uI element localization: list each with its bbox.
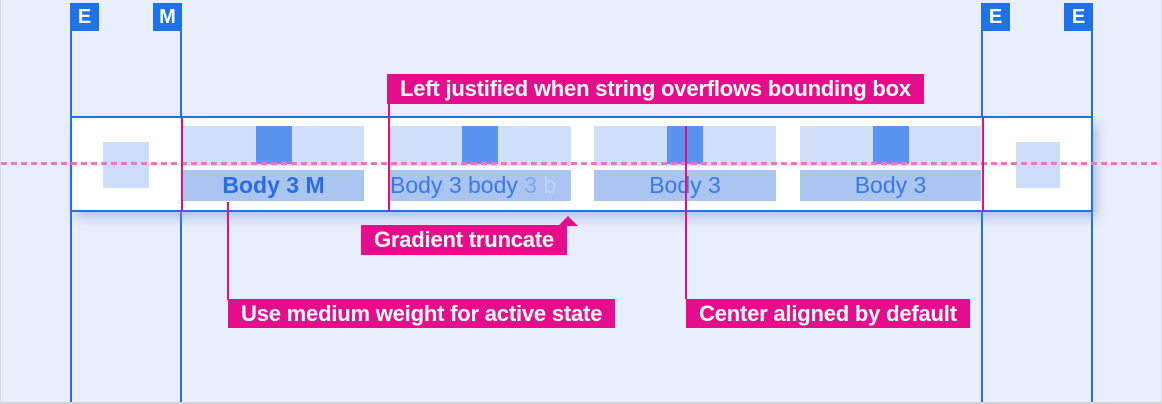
- tab-default[interactable]: Body 3: [800, 126, 981, 201]
- tab-label-segment-faded: 3: [524, 172, 538, 198]
- spacing-marker-e-right-inner: E: [981, 3, 1010, 31]
- note-gradient-truncate: Gradient truncate: [361, 225, 567, 255]
- tab-icon-placeholder: [461, 126, 498, 164]
- tab-label-segment: Body 3 body: [390, 172, 525, 198]
- tab-icon-placeholder: [872, 126, 909, 164]
- note-center-aligned: Center aligned by default: [686, 299, 970, 328]
- tab-active[interactable]: Body 3 M: [183, 126, 364, 201]
- spacing-marker-e-left: E: [70, 3, 99, 31]
- note-left-justified: Left justified when string overflows bou…: [387, 74, 924, 104]
- tab-label: Body 3: [800, 170, 981, 201]
- leading-icon-placeholder: [103, 142, 149, 188]
- tab-icon-placeholder: [255, 126, 292, 164]
- margin-line-left: [181, 118, 183, 211]
- spacing-marker-e-right-outer: E: [1064, 3, 1093, 31]
- note-medium-weight: Use medium weight for active state: [228, 299, 616, 328]
- connector-left-justified: [388, 104, 390, 211]
- connector-medium-weight: [227, 202, 229, 300]
- trailing-icon-placeholder: [1016, 142, 1060, 188]
- spacing-marker-m-left: M: [153, 3, 182, 31]
- tab-truncated[interactable]: Body 3 body 3 b: [388, 126, 571, 201]
- tab-label: Body 3 M: [183, 170, 364, 201]
- connector-center-aligned: [685, 126, 687, 299]
- tab-label: Body 3 body 3 b: [388, 170, 571, 201]
- pointer-arrow-icon: [558, 216, 578, 226]
- margin-line-right: [982, 118, 984, 211]
- center-baseline-guide: [1, 162, 1161, 165]
- tab-label-segment-faded-more: b: [537, 172, 557, 198]
